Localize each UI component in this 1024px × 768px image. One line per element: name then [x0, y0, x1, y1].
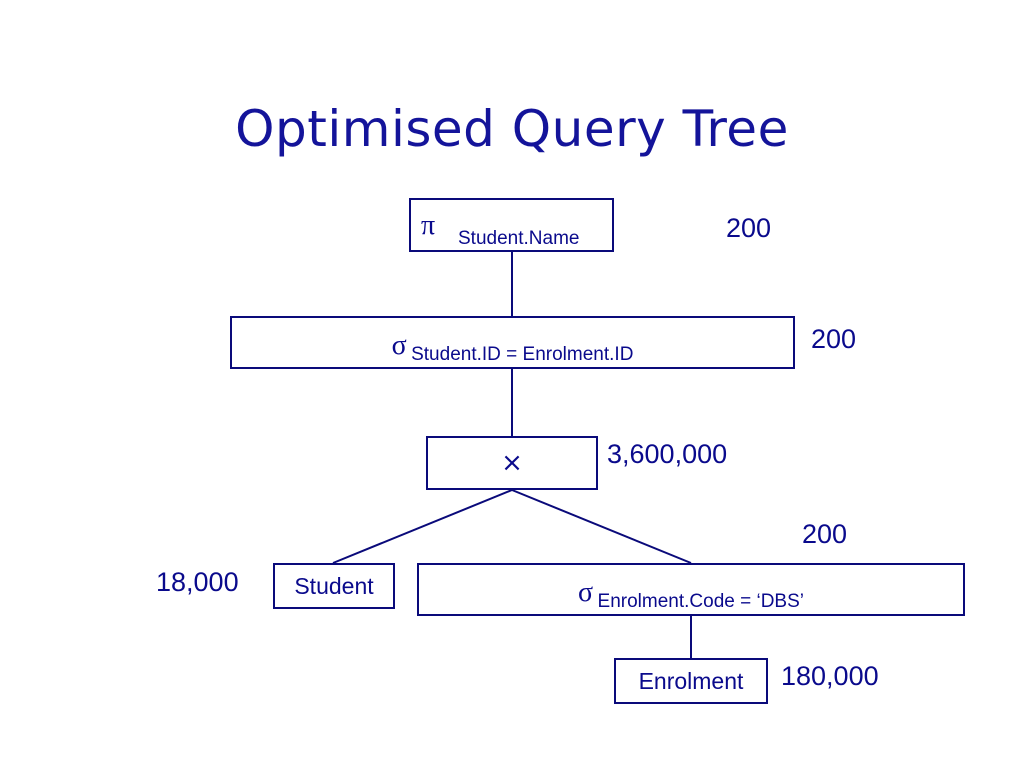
times-symbol: ×: [501, 448, 523, 478]
join-condition: Student.ID = Enrolment.ID: [411, 344, 634, 365]
join-selection-node: σ Student.ID = Enrolment.ID: [230, 316, 795, 369]
edge-product-student: [332, 489, 513, 564]
code-selection-node: σ Enrolment.Code = ‘DBS’: [417, 563, 965, 616]
student-label: Student: [294, 573, 374, 599]
sigma-symbol: σ: [577, 577, 594, 608]
product-count: 3,600,000: [607, 439, 728, 469]
enrolment-label: Enrolment: [638, 668, 744, 694]
pi-symbol: π: [421, 210, 436, 241]
edge-product-selectcode: [511, 489, 692, 564]
code-selection-count: 200: [802, 519, 848, 549]
code-condition: Enrolment.Code = ‘DBS’: [597, 591, 804, 612]
projection-node: π Student.Name: [409, 198, 614, 252]
join-selection-count: 200: [811, 324, 857, 354]
sigma-symbol: σ: [391, 330, 407, 361]
slide-title: Optimised Query Tree: [235, 100, 789, 158]
enrolment-count: 180,000: [781, 661, 879, 691]
enrolment-relation-node: Enrolment: [614, 658, 768, 704]
projection-count: 200: [726, 213, 772, 243]
student-relation-node: Student: [273, 563, 395, 609]
projection-attribute: Student.Name: [458, 228, 580, 249]
cartesian-product-node: ×: [426, 436, 598, 490]
student-count: 18,000: [156, 567, 239, 597]
